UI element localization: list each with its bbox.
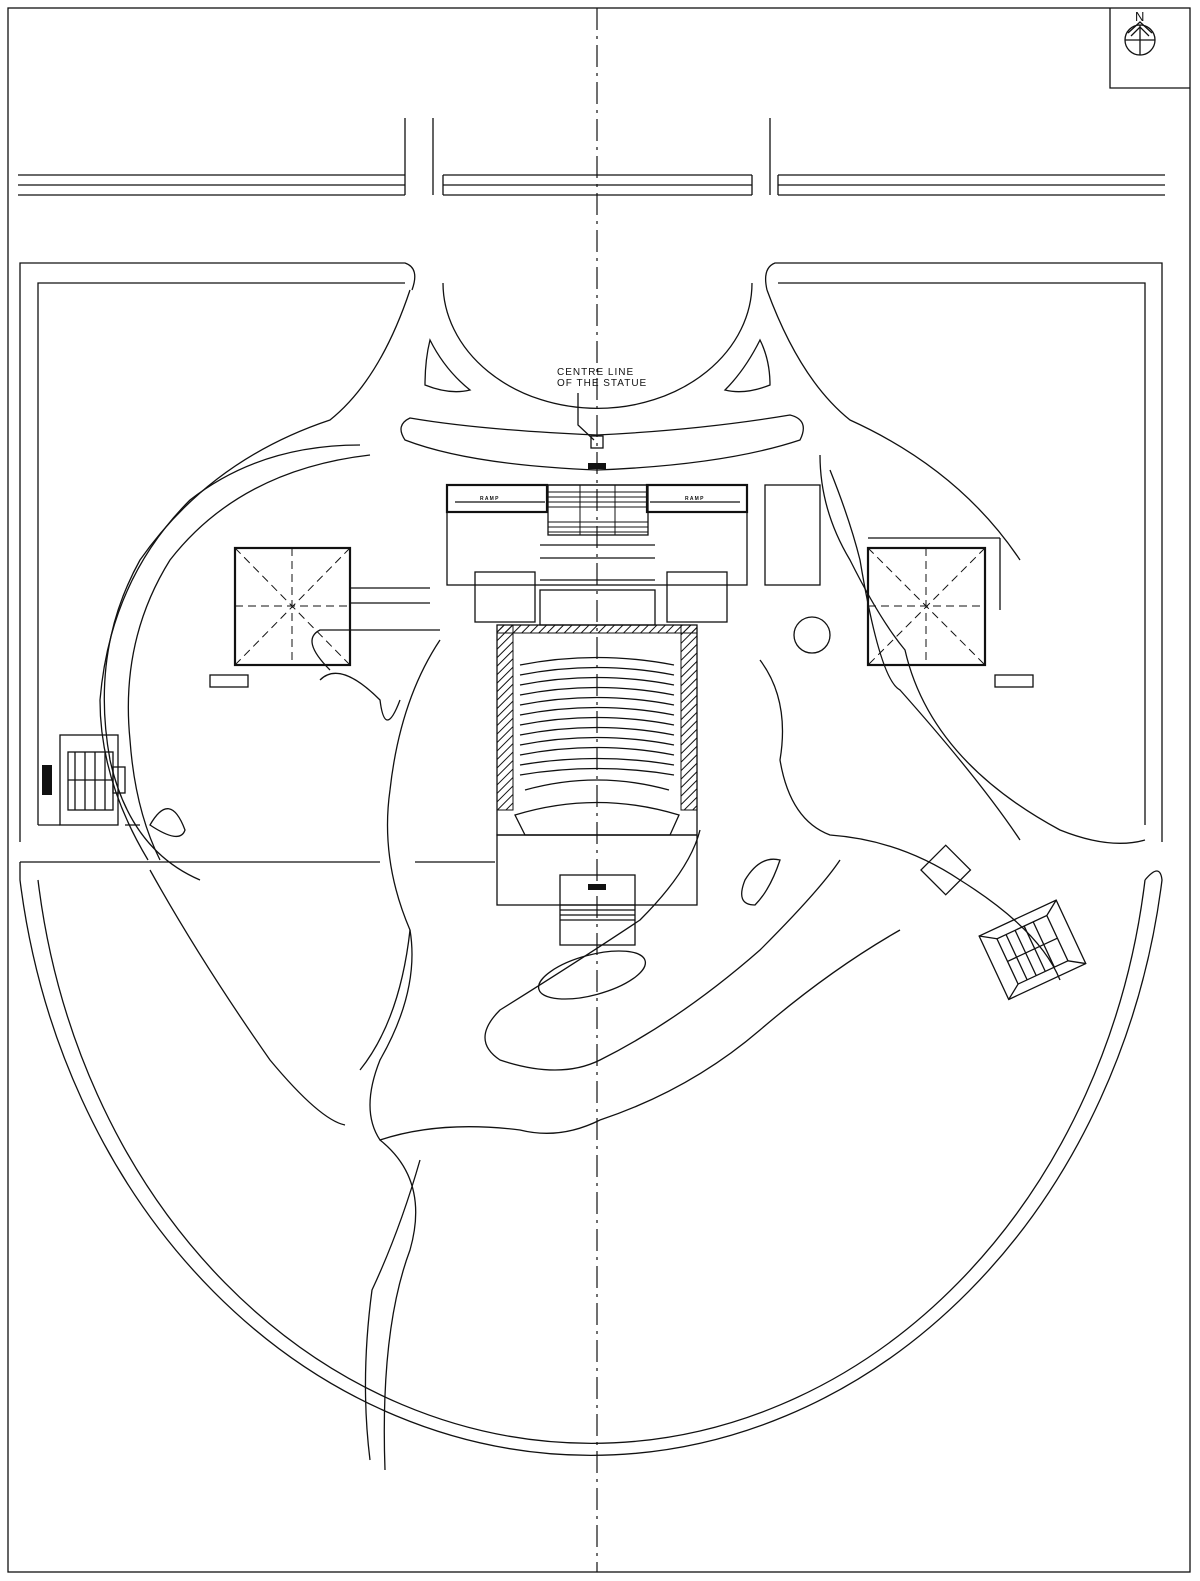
- gate-building-left: [42, 734, 126, 826]
- entrance-block: R A M P R A M P: [445, 483, 821, 626]
- island-center-left: [311, 629, 440, 721]
- sheet-border: [7, 7, 1191, 1573]
- svg-text:OF THE STATUE: OF THE STATUE: [557, 378, 647, 389]
- gate-building-right: [978, 899, 1087, 1001]
- ramp-right-label: R A M P: [685, 496, 704, 502]
- statue-marker: CENTRE LINE OF THE STATUE: [557, 367, 647, 469]
- north-arrow-icon: N: [1109, 8, 1190, 89]
- north-label: N: [1135, 9, 1144, 24]
- ring-road: [99, 444, 1146, 1471]
- site-boundary-lower: [19, 861, 1163, 1456]
- top-road: [18, 118, 1165, 196]
- diamond-plot: [920, 844, 972, 896]
- ramp-left-label: R A M P: [480, 496, 499, 502]
- roundabout: [793, 616, 831, 654]
- island-left: [149, 808, 186, 837]
- auditorium: [496, 624, 698, 946]
- island-right: [741, 858, 781, 906]
- site-boundary-upper: [19, 262, 1163, 842]
- annex-right: [866, 537, 1034, 688]
- pond: [537, 950, 647, 1000]
- annex-left: [209, 546, 430, 688]
- statue-plaza: [103, 282, 1021, 881]
- svg-text:CENTRE LINE: CENTRE LINE: [557, 367, 634, 378]
